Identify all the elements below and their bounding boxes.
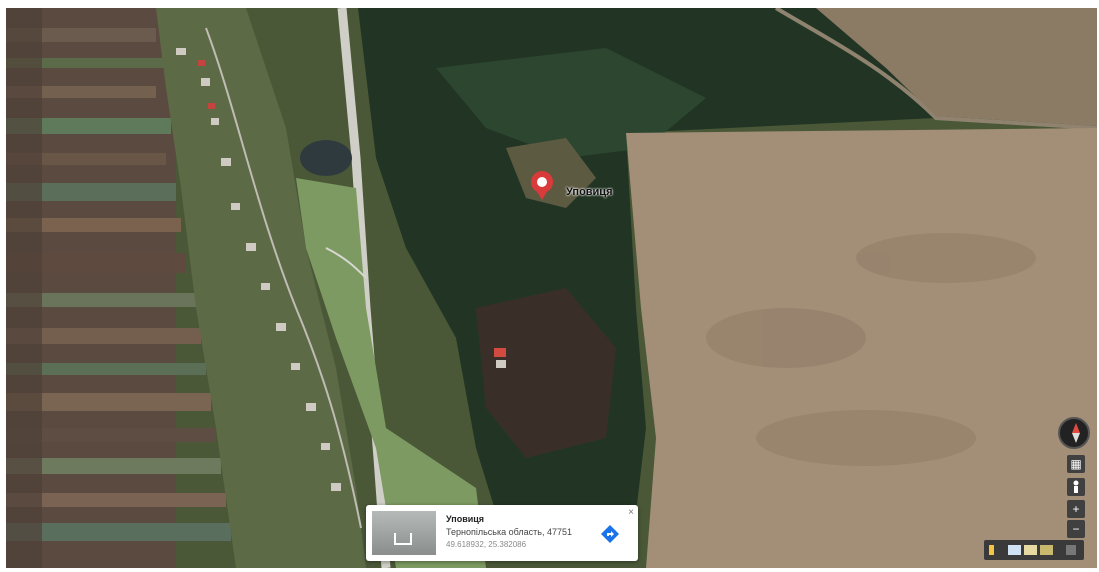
pegman-figure-icon (1073, 480, 1079, 493)
layer-satellite-thumb[interactable] (1040, 545, 1053, 555)
pegman-icon[interactable] (1067, 478, 1085, 496)
place-coordinates: 49.618932, 25.382086 (446, 540, 527, 549)
place-info-card[interactable]: Уповиця Тернопільська область, 47751 49.… (366, 505, 638, 561)
location-pin-icon[interactable] (531, 171, 553, 200)
close-icon[interactable]: × (628, 507, 634, 518)
zoom-out-button[interactable]: − (1067, 520, 1085, 538)
satellite-imagery (6, 8, 1097, 568)
place-address: Тернопільська область, 47751 (446, 527, 572, 537)
street-view-thumbnail[interactable] (372, 511, 436, 555)
layers-bar[interactable] (984, 540, 1084, 560)
compass-icon[interactable] (1058, 417, 1090, 449)
directions-icon[interactable] (600, 524, 620, 544)
place-label[interactable]: Уповиця (566, 186, 613, 198)
camera-icon (394, 533, 412, 545)
layer-terrain-thumb[interactable] (1024, 545, 1037, 555)
tilt-button[interactable]: ▦ (1067, 455, 1085, 473)
map-canvas[interactable]: Уповиця (6, 8, 1097, 568)
expand-icon[interactable] (1066, 545, 1076, 555)
layer-map-thumb[interactable] (1008, 545, 1021, 555)
pegman-small-icon[interactable] (989, 545, 994, 555)
zoom-in-button[interactable]: + (1067, 500, 1085, 518)
place-title[interactable]: Уповиця (446, 514, 485, 524)
